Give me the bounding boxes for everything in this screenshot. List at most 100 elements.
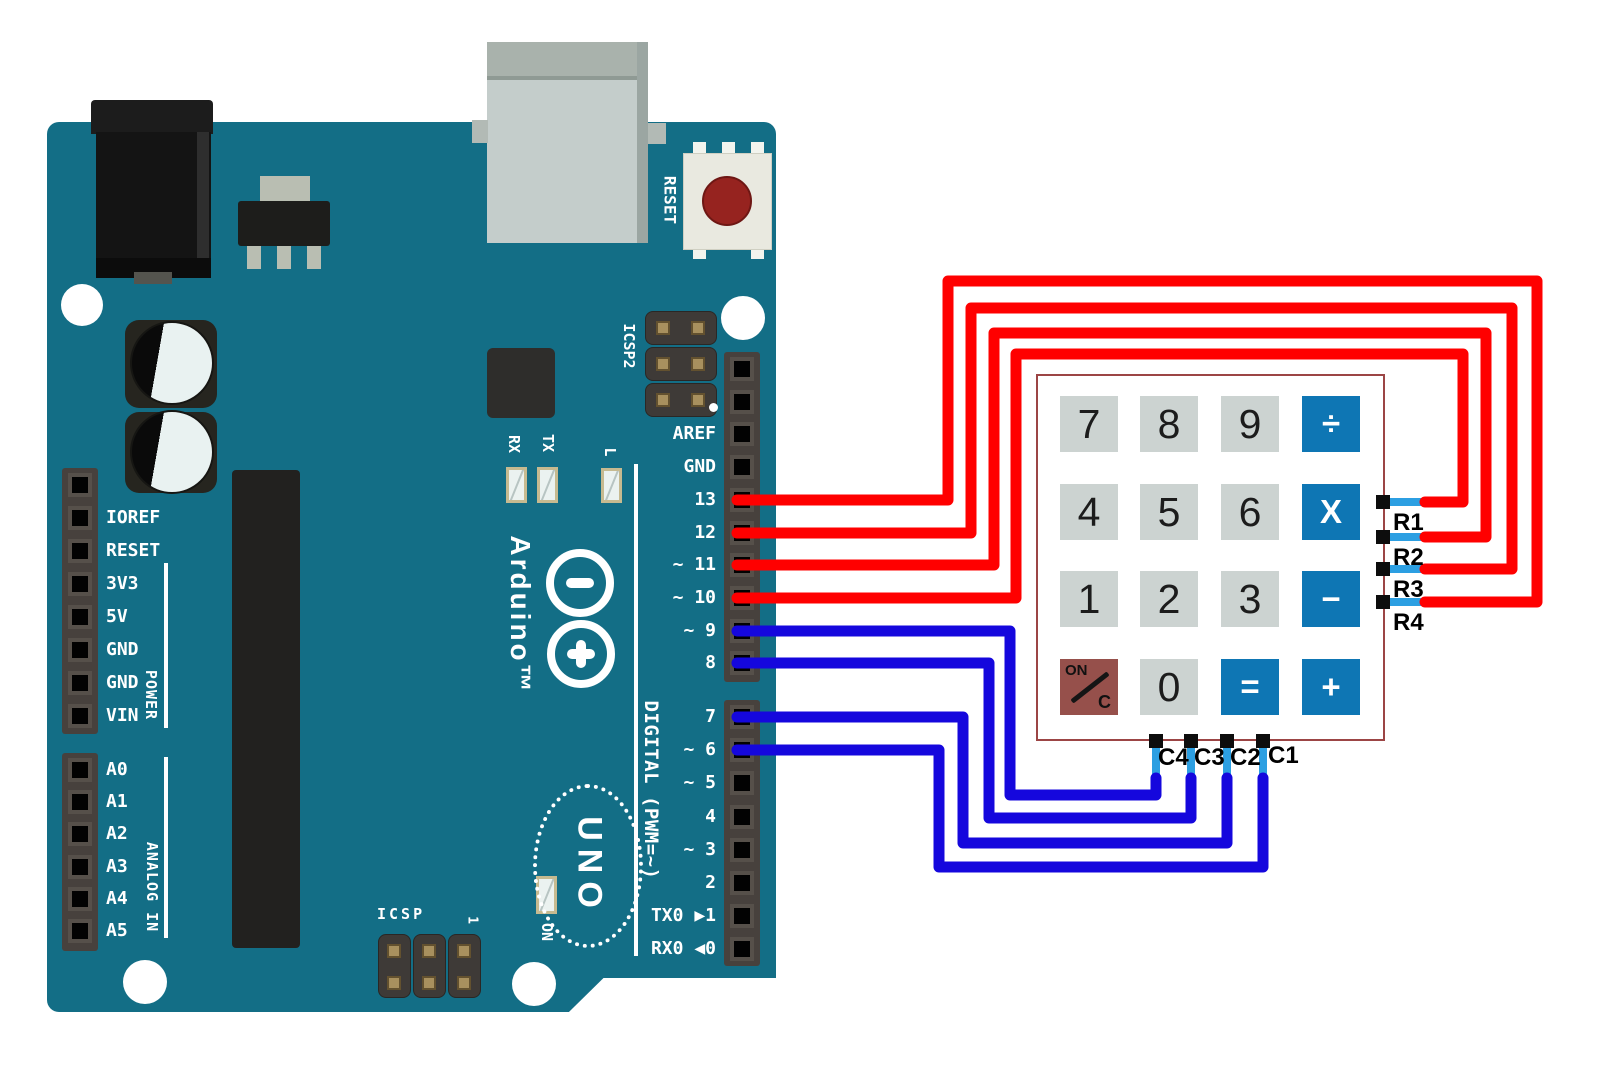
pin-label-3V3: 3V3 <box>106 573 139 594</box>
icsp2-pin <box>656 321 670 335</box>
wire-label-c1: C1 <box>1268 742 1299 769</box>
keypad-key-[interactable]: ÷ <box>1302 396 1360 452</box>
pin-label-4: 4 <box>705 805 716 827</box>
keypad-key-8[interactable]: 8 <box>1140 396 1198 452</box>
pin-label-RX00: RX0 ◀0 <box>650 938 716 960</box>
pin-power-2[interactable] <box>68 539 92 563</box>
pin-label-A1: A1 <box>106 791 128 813</box>
tx-label: TX <box>539 433 557 453</box>
pin-digital-top-6[interactable] <box>730 553 754 578</box>
wire-label-c2: C2 <box>1230 744 1261 771</box>
mounting-hole <box>512 962 556 1006</box>
pin-digital-top-2[interactable] <box>730 422 754 447</box>
power-separator-line <box>164 563 168 728</box>
reset-button-cap[interactable] <box>702 176 752 226</box>
icsp-pin <box>387 944 401 958</box>
pin-label-IOREF: IOREF <box>106 507 161 528</box>
barrel-jack-tab <box>134 272 172 284</box>
pin-digital-top-7[interactable] <box>730 585 754 610</box>
reset-label: RESET <box>660 175 680 225</box>
usb-connector-edge <box>637 42 648 243</box>
pin-analog-3[interactable] <box>68 854 92 879</box>
keypad-key-5[interactable]: 5 <box>1140 484 1198 540</box>
pin-digital-bottom-2[interactable] <box>730 771 754 796</box>
reset-button-tab <box>722 142 735 154</box>
pin-label-A4: A4 <box>106 887 128 909</box>
pin-digital-bottom-0[interactable] <box>730 705 754 729</box>
pin-power-0[interactable] <box>68 473 92 497</box>
icsp-pin <box>422 944 436 958</box>
keypad-key-[interactable]: = <box>1221 659 1279 715</box>
pin-digital-top-0[interactable] <box>730 357 754 381</box>
keypad-key-7[interactable]: 7 <box>1060 396 1118 452</box>
pin-digital-top-3[interactable] <box>730 455 754 480</box>
pin-digital-top-9[interactable] <box>730 651 754 676</box>
pin-digital-top-5[interactable] <box>730 520 754 545</box>
pin-digital-bottom-4[interactable] <box>730 837 754 862</box>
digital-separator-line <box>634 464 638 956</box>
pin-digital-bottom-1[interactable] <box>730 738 754 763</box>
icsp2-pin <box>656 357 670 371</box>
pin-power-4[interactable] <box>68 605 92 629</box>
pin-label-6: ~ 6 <box>683 739 716 761</box>
pin-digital-top-4[interactable] <box>730 487 754 512</box>
pin-power-1[interactable] <box>68 506 92 530</box>
icsp2-pin <box>691 321 705 335</box>
pin-label-GND: GND <box>683 456 716 478</box>
tx-led <box>537 467 558 503</box>
mounting-hole <box>721 296 765 340</box>
pin-digital-top-1[interactable] <box>730 389 754 414</box>
pin-header-analog <box>62 753 98 951</box>
pin-label-7: 7 <box>705 706 716 727</box>
mounting-hole <box>61 284 103 326</box>
pin-digital-bottom-7[interactable] <box>730 937 754 962</box>
pin-power-6[interactable] <box>68 671 92 695</box>
pin-analog-1[interactable] <box>68 790 92 815</box>
wire-label-c3: C3 <box>1194 744 1225 771</box>
keypad-key-[interactable]: − <box>1302 571 1360 627</box>
pin-digital-bottom-6[interactable] <box>730 904 754 929</box>
pin-label-RESET: RESET <box>106 540 161 561</box>
pin-label-3: ~ 3 <box>683 838 716 860</box>
usb-connector-band <box>487 42 648 80</box>
pin-label-5: ~ 5 <box>683 772 716 794</box>
reset-button-tab <box>693 247 706 259</box>
keypad-key-4[interactable]: 4 <box>1060 484 1118 540</box>
keypad-key-3[interactable]: 3 <box>1221 571 1279 627</box>
pin-power-7[interactable] <box>68 704 92 728</box>
icsp2-label: ICSP2 <box>620 323 638 369</box>
pin-digital-top-8[interactable] <box>730 618 754 643</box>
l-led <box>601 468 622 503</box>
pin-digital-bottom-5[interactable] <box>730 871 754 895</box>
keypad-key-[interactable]: + <box>1302 659 1360 715</box>
pin-power-5[interactable] <box>68 638 92 662</box>
pin-label-VIN: VIN <box>106 705 139 726</box>
keypad-key-9[interactable]: 9 <box>1221 396 1279 452</box>
pin-label-A2: A2 <box>106 823 128 845</box>
keypad-key-0[interactable]: 0 <box>1140 659 1198 715</box>
crystal-component <box>487 348 555 418</box>
usb-nub <box>648 123 666 144</box>
pin-analog-4[interactable] <box>68 886 92 911</box>
icsp2-pin <box>691 393 705 407</box>
pin-digital-bottom-3[interactable] <box>730 804 754 829</box>
pin-analog-5[interactable] <box>68 919 92 943</box>
analog-in-label: ANALOG IN <box>143 841 161 933</box>
logo-minus-icon <box>566 578 594 588</box>
keypad-key-2[interactable]: 2 <box>1140 571 1198 627</box>
onc-c-text: C <box>1098 692 1111 712</box>
pin-analog-2[interactable] <box>68 822 92 847</box>
logo-plus-icon <box>576 640 586 668</box>
pin-analog-0[interactable] <box>68 758 92 782</box>
keypad-key-x[interactable]: X <box>1302 484 1360 540</box>
keypad-key-1[interactable]: 1 <box>1060 571 1118 627</box>
barrel-jack-highlight <box>197 132 209 278</box>
pin-power-3[interactable] <box>68 572 92 596</box>
keypad-key-6[interactable]: 6 <box>1221 484 1279 540</box>
icsp-pin <box>457 944 471 958</box>
pin-label-TX01: TX0 ▶1 <box>650 905 716 927</box>
icsp-pin <box>422 976 436 990</box>
wire-label-c4: C4 <box>1158 744 1189 771</box>
